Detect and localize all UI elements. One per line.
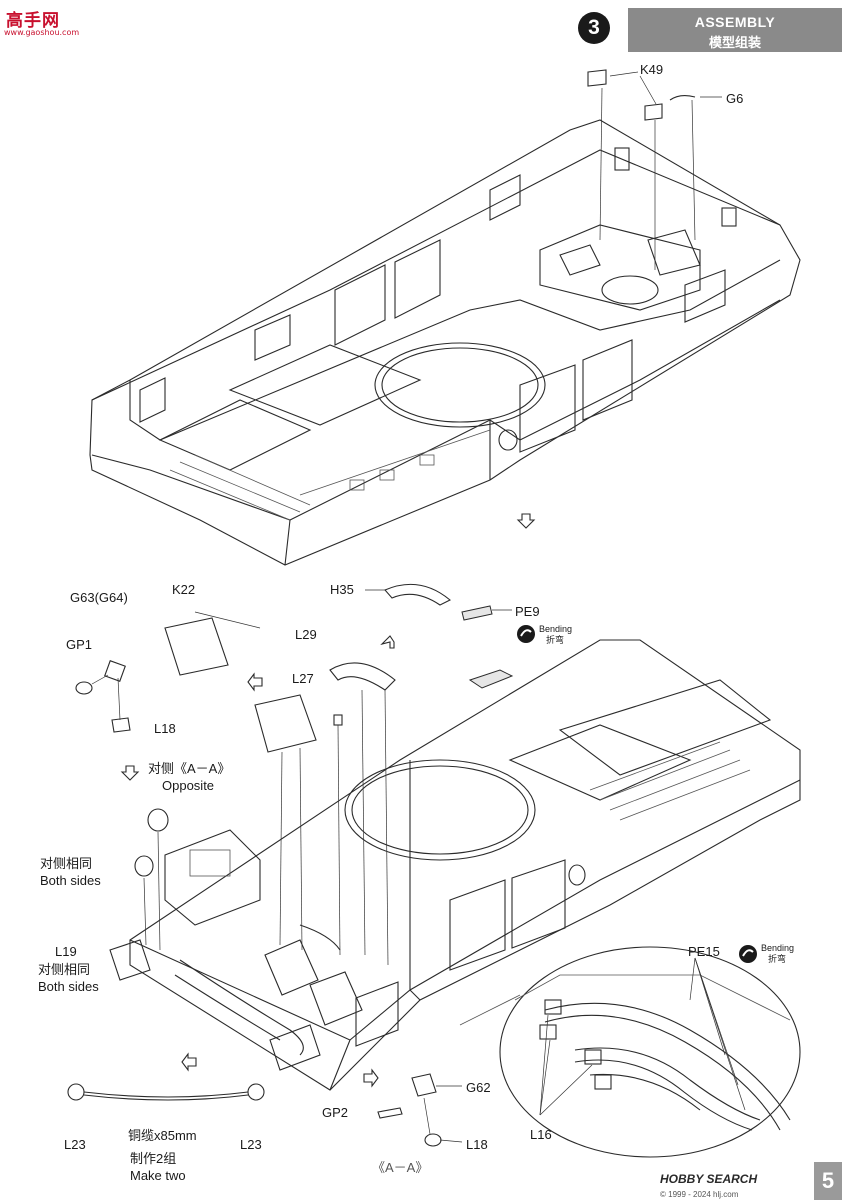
- label-l29: L29: [295, 627, 317, 642]
- label-g62: G62: [466, 1080, 491, 1095]
- part-k49-b: [644, 103, 663, 121]
- label-g63: G63(G64): [70, 590, 128, 605]
- part-g63: [104, 660, 126, 682]
- label-opposite-en: Opposite: [162, 778, 215, 793]
- part-h35: [384, 583, 451, 606]
- watermark-logo: 高手网 www.gaoshou.com: [4, 6, 79, 40]
- label-bending-top-cn: 折弯: [546, 635, 565, 645]
- step-number-badge: 3: [578, 12, 610, 44]
- label-gp1: GP1: [66, 637, 93, 652]
- label-opposite-cn: 对侧《A－A》: [148, 761, 231, 776]
- label-pe9: PE9: [515, 604, 540, 619]
- part-g62: [411, 1073, 437, 1097]
- label-g6: G6: [726, 91, 744, 106]
- part-l18-top: [111, 717, 131, 733]
- brand-name: HOBBY SEARCH: [660, 1172, 758, 1186]
- label-h35: H35: [330, 582, 354, 597]
- part-h35-lower: [329, 662, 396, 691]
- label-l19: L19: [55, 944, 77, 959]
- bending-icon-bottom: [739, 945, 757, 963]
- label-l27: L27: [292, 671, 314, 686]
- upper-hull-drawing: [89, 119, 801, 566]
- part-k22-lower: [254, 694, 317, 753]
- part-pe9: [461, 605, 493, 621]
- flow-arrow-up: [380, 635, 395, 649]
- hobby-search-watermark: HOBBY SEARCH © 1999 - 2024 hlj.com: [660, 1172, 757, 1200]
- label-both-sides-1-cn: 对侧相同: [40, 856, 93, 871]
- label-make-two-en: Make two: [130, 1168, 186, 1183]
- bending-icon-top: [517, 625, 535, 643]
- part-l27: [333, 714, 343, 726]
- banner-title-cn: 模型组装: [708, 35, 761, 50]
- label-section-aa: 《A－A》: [372, 1160, 429, 1175]
- watermark-url: www.gaoshou.com: [4, 28, 80, 37]
- assembly-banner: ASSEMBLY 模型组装: [628, 8, 842, 52]
- part-gp1: [75, 681, 93, 695]
- label-both-sides-2-cn: 对侧相同: [38, 962, 91, 977]
- label-both-sides-2-en: Both sides: [38, 979, 99, 994]
- page-number: 5: [814, 1162, 842, 1200]
- flow-arrow-left-1: [247, 672, 263, 692]
- flow-arrow-down: [516, 513, 536, 529]
- label-l16: L16: [530, 1127, 552, 1142]
- part-k22: [164, 617, 229, 676]
- label-bending-bottom: Bending: [761, 943, 795, 953]
- label-l18-top: L18: [154, 721, 176, 736]
- part-headlight-both-sides: [134, 855, 154, 877]
- label-bending-top: Bending: [539, 624, 573, 634]
- part-l18-bottom: [424, 1133, 442, 1147]
- brand-copyright: © 1999 - 2024 hlj.com: [660, 1190, 739, 1199]
- label-k22: K22: [172, 582, 196, 597]
- flow-arrow-down-2: [120, 765, 140, 781]
- part-headlight-opposite: [147, 808, 169, 832]
- part-k49-a: [587, 69, 607, 87]
- watermark-title: 高手网: [6, 11, 60, 31]
- lower-hull-drawing: [109, 639, 801, 1091]
- label-gp2: GP2: [322, 1105, 349, 1120]
- label-pe15: PE15: [688, 944, 720, 959]
- cable-l23: [67, 1083, 265, 1101]
- label-bending-bottom-cn: 折弯: [768, 954, 787, 964]
- banner-title-en: ASSEMBLY: [694, 14, 776, 30]
- label-make-two-cn: 制作2组: [130, 1151, 177, 1166]
- label-cable-length: 铜缆x85mm: [128, 1128, 197, 1143]
- part-g6: [669, 94, 696, 101]
- label-both-sides-1-en: Both sides: [40, 873, 101, 888]
- flow-arrow-left-2: [181, 1052, 197, 1072]
- cable-detail-inset: [459, 946, 801, 1158]
- part-gp2: [377, 1107, 403, 1119]
- label-l23-left: L23: [64, 1137, 86, 1152]
- flow-arrow-right: [363, 1068, 379, 1088]
- label-k49: K49: [640, 62, 664, 77]
- label-l23-right: L23: [240, 1137, 262, 1152]
- label-l18-bottom: L18: [466, 1137, 488, 1152]
